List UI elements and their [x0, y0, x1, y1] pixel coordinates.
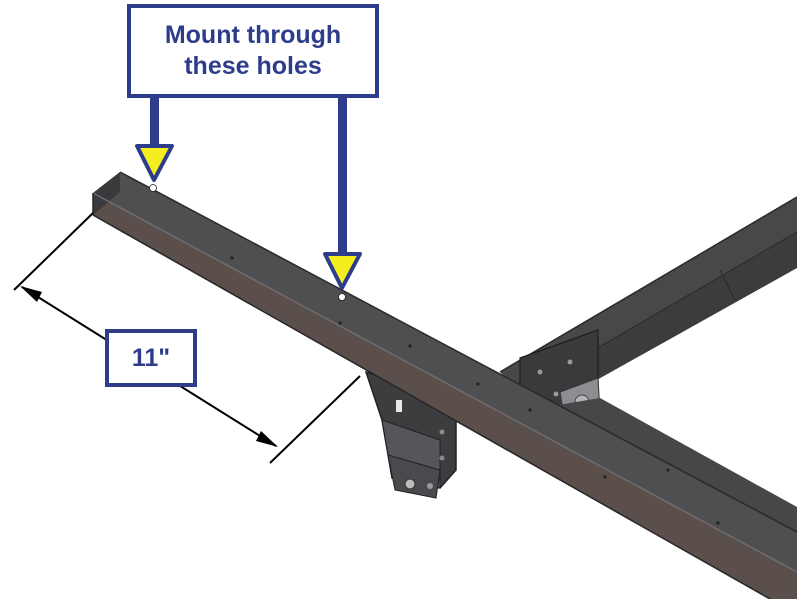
leader-shaft-left: [150, 98, 159, 148]
callout-line-1: Mount through: [164, 21, 342, 49]
leader-shaft-right: [338, 98, 347, 256]
callout-arrows: [135, 98, 362, 290]
marker-right-triangle-icon: [323, 252, 362, 290]
dimension-arrowhead-right: [256, 431, 278, 447]
front-crossbeam: [92, 171, 797, 599]
dimension-label-text: 11": [131, 344, 171, 372]
mount-holes-callout: Mount through these holes: [127, 4, 379, 98]
mounting-hole-right: [338, 293, 346, 301]
dimension-arrowhead-left: [20, 286, 42, 302]
extension-line-left: [13, 212, 94, 291]
extension-line-right: [269, 375, 361, 464]
dimension-label-box: 11": [105, 329, 197, 387]
mounting-hole-left: [149, 184, 157, 192]
marker-left-triangle-icon: [135, 144, 174, 182]
callout-line-2: these holes: [184, 52, 322, 80]
